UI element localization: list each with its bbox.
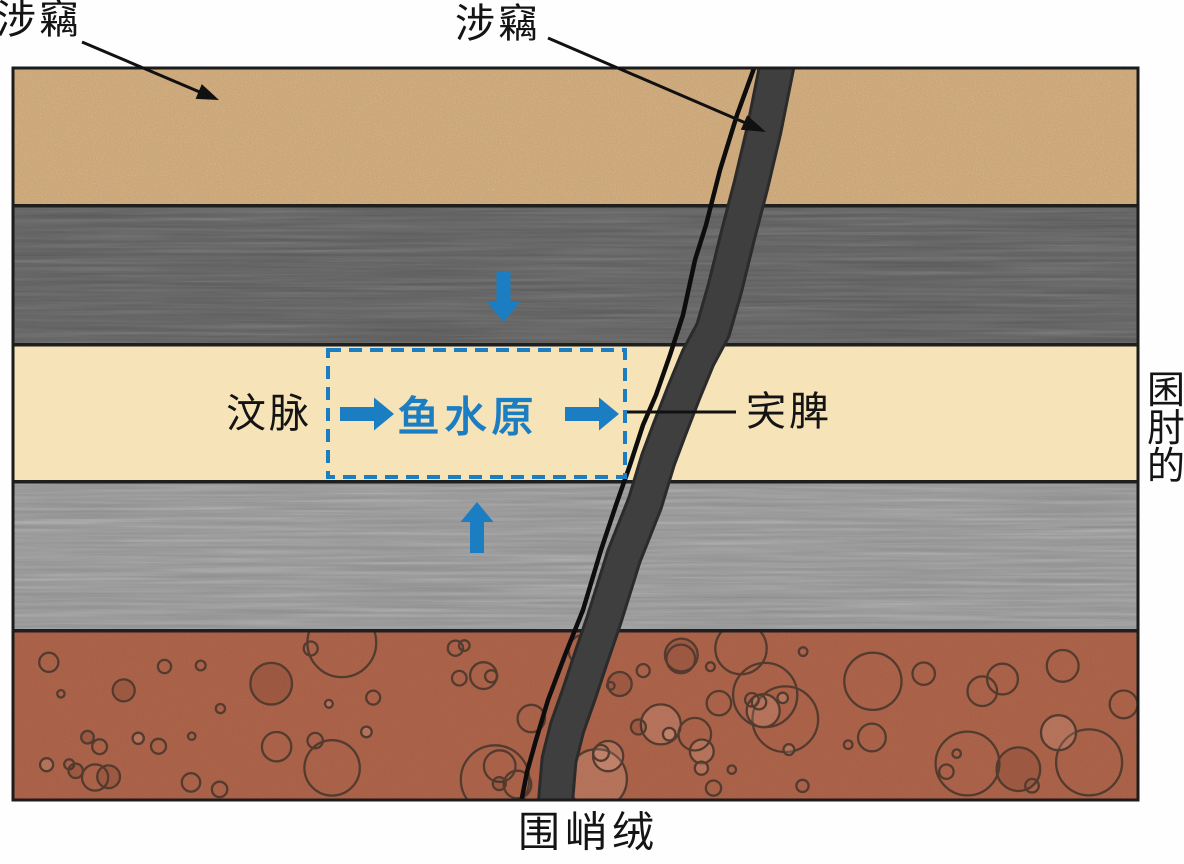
inflow-label: 汶脉: [226, 392, 312, 436]
top-left-arrowhead-icon: [195, 84, 219, 100]
layer-dark-mudstone-texture: [13, 206, 1138, 345]
top-center-arrowhead-icon: [740, 115, 766, 132]
right-edge-vertical-label: 囷 肘 的: [1147, 370, 1184, 488]
boundary-line-1: [13, 204, 1138, 208]
fault-zone: [519, 68, 796, 800]
top-left-label: 涉竊: [0, 0, 82, 42]
top-center-leader-line: [547, 36, 749, 126]
right-edge-char-1: 囷: [1147, 370, 1184, 412]
fault-label: 宎脾: [746, 390, 832, 434]
panel-border: [11, 66, 1140, 802]
annotation-arrows: [81, 36, 766, 414]
boundary-line-3: [13, 480, 1138, 484]
boundary-line-2: [13, 343, 1138, 347]
fault-line: [519, 68, 757, 800]
top-center-label: 涉竊: [455, 2, 541, 46]
strata-panel: [13, 68, 1138, 800]
flow-down-arrow-icon: [487, 271, 520, 322]
reservoir-dashed-box: [326, 348, 627, 479]
fault-band-inner: [540, 68, 793, 800]
flow-up-arrow-icon: [460, 502, 494, 553]
layer-sandstone-texture: [13, 68, 1138, 206]
layer-mid-mudstone-texture: [13, 482, 1138, 631]
right-edge-char-2: 肘: [1147, 408, 1184, 450]
bottom-line-label: 围峭绒: [518, 809, 659, 856]
right-edge-char-3: 的: [1147, 446, 1184, 488]
flow-right-arrow-right-icon: [565, 397, 619, 431]
flow-right-arrow-left-icon: [340, 397, 394, 431]
reservoir-label: 鱼水原: [397, 394, 538, 441]
top-left-leader-line: [81, 40, 203, 95]
